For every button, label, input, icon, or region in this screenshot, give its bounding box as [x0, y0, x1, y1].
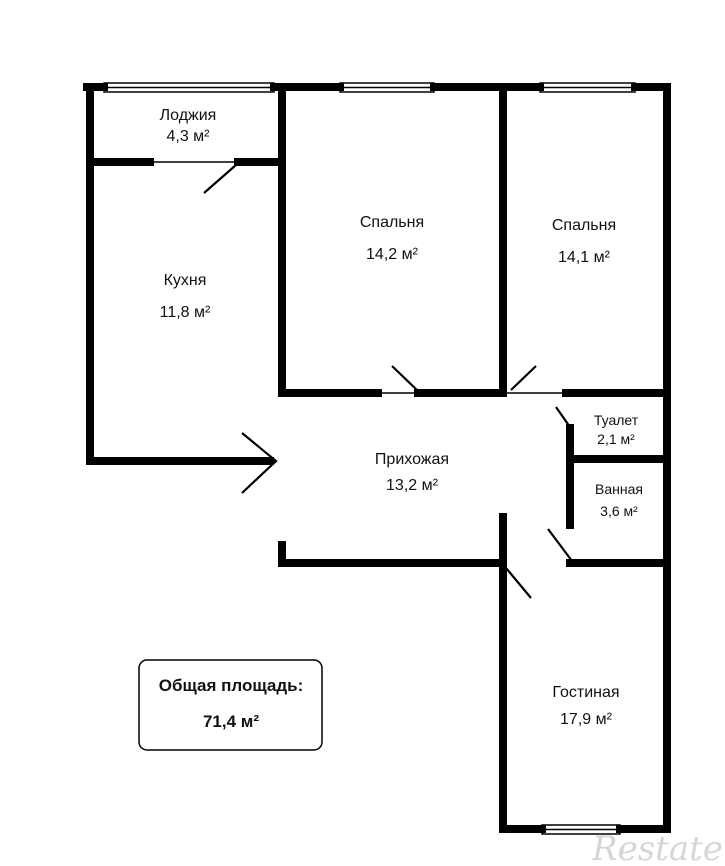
- loggia-window: [103, 82, 275, 93]
- living-area: 17,9 м²: [560, 711, 613, 728]
- bedroom1-name: Спальня: [360, 214, 424, 231]
- bedroom2-name: Спальня: [552, 217, 616, 234]
- loggia-name: Лоджия: [160, 107, 217, 124]
- total-area-box: Общая площадь: 71,4 м²: [138, 659, 323, 751]
- door-living: [505, 567, 532, 599]
- hallway-area: 13,2 м²: [386, 477, 439, 494]
- bedroom1-window: [339, 82, 435, 93]
- door-bedroom1: [391, 365, 419, 392]
- hallway-name: Прихожая: [375, 451, 449, 468]
- total-area-title: Общая площадь:: [159, 676, 304, 695]
- door-loggia: [203, 164, 237, 194]
- door-toilet: [555, 406, 573, 431]
- doors: [150, 161, 573, 599]
- door-bedroom2: [510, 365, 537, 391]
- bathroom-area: 3,6 м²: [600, 503, 638, 519]
- toilet-name: Туалет: [594, 412, 639, 428]
- bedroom2-area: 14,1 м²: [558, 249, 611, 266]
- walls: [83, 83, 671, 833]
- bathroom-name: Ванная: [595, 481, 643, 497]
- total-area-value: 71,4 м²: [203, 712, 259, 731]
- kitchen-name: Кухня: [164, 272, 207, 289]
- bedroom2-window: [539, 82, 636, 93]
- loggia-area: 4,3 м²: [166, 128, 210, 145]
- toilet-area: 2,1 м²: [597, 431, 635, 447]
- door-bathroom: [547, 528, 573, 562]
- living-name: Гостиная: [552, 684, 619, 701]
- watermark-logo: Restate: [591, 829, 723, 866]
- bedroom1-area: 14,2 м²: [366, 246, 419, 263]
- kitchen-area: 11,8 м²: [160, 304, 211, 321]
- room-labels: Лоджия 4,3 м² Кухня 11,8 м² Спальня 14,2…: [160, 107, 643, 728]
- entrance-arrow-icon: [241, 432, 278, 494]
